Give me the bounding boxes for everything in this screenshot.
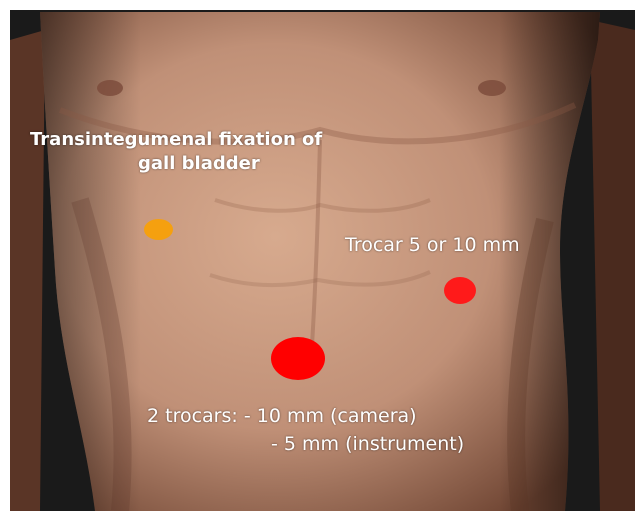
fixation-marker	[144, 219, 173, 240]
fixation-label: Transintegumenal fixation of gall bladde…	[30, 128, 322, 176]
trocar-label: Trocar 5 or 10 mm	[345, 233, 520, 257]
two-trocars-line1: 2 trocars: - 10 mm (camera)	[147, 405, 417, 427]
fixation-label-line1: Transintegumenal fixation of	[30, 129, 322, 150]
fixation-label-line2: gall bladder	[30, 152, 322, 176]
umbilical-trocar-marker	[271, 337, 325, 380]
trocar-marker	[444, 277, 476, 304]
two-trocars-label: 2 trocars: - 10 mm (camera) - 5 mm (inst…	[147, 404, 464, 456]
two-trocars-line2: - 5 mm (instrument)	[147, 432, 464, 456]
